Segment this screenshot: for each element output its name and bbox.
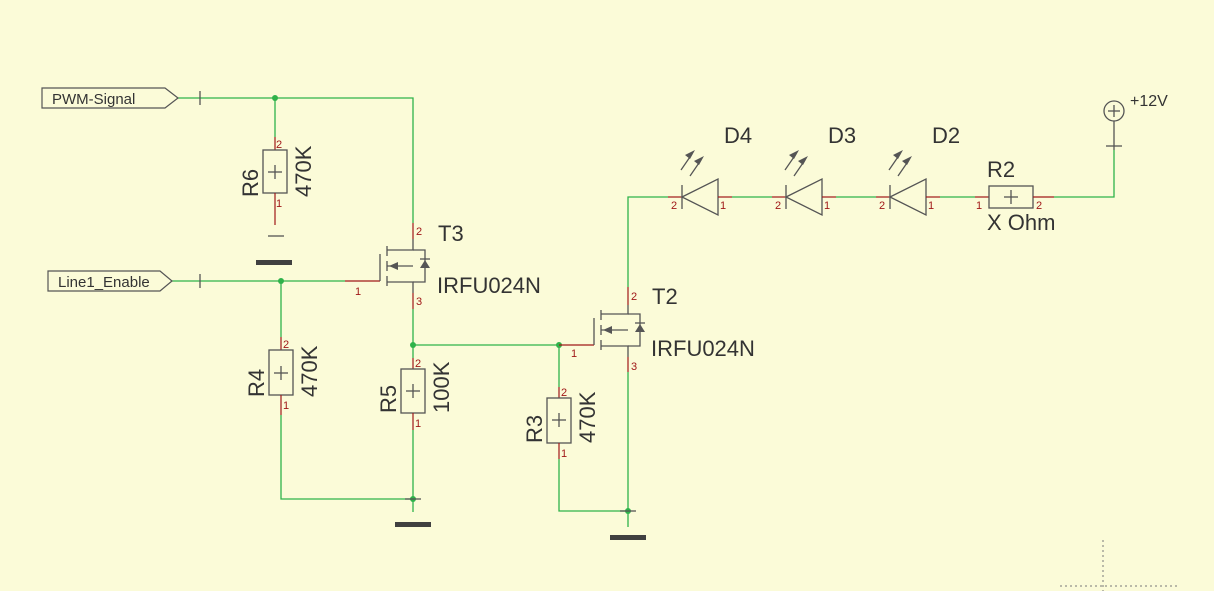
source-connection xyxy=(601,345,629,357)
diode-triangle xyxy=(888,177,927,217)
junction-dot xyxy=(278,278,284,284)
port-flag-shape xyxy=(41,87,179,109)
ground-symbol xyxy=(256,260,292,265)
junctions xyxy=(272,95,631,514)
diode-triangle xyxy=(784,177,823,217)
wire-t2-drain[interactable] xyxy=(627,196,668,287)
wire-r3-bottom[interactable] xyxy=(558,459,628,512)
mosfet-name: T3 xyxy=(438,221,464,246)
pin-number: 1 xyxy=(276,198,282,210)
light-arrowhead xyxy=(798,156,808,165)
body-arrow xyxy=(389,262,398,270)
mosfet-name: T2 xyxy=(652,284,678,309)
mosfet-part: IRFU024N xyxy=(651,336,755,361)
resistor-value: 470K xyxy=(575,391,600,443)
pin-number: 2 xyxy=(415,358,421,370)
resistor-name: R6 xyxy=(238,169,263,197)
light-arrowhead xyxy=(893,150,903,159)
resistor-r2[interactable]: 1 2 R2 X Ohm xyxy=(975,157,1055,235)
pin-number: 1 xyxy=(928,200,934,212)
pin-number: 2 xyxy=(1036,200,1042,212)
pin-number: 1 xyxy=(571,348,577,360)
diode-triangle xyxy=(680,177,719,217)
led-d3[interactable]: 2 1 D3 xyxy=(772,123,856,217)
light-arrowhead xyxy=(685,150,695,159)
light-arrowhead xyxy=(902,156,912,165)
pin-number: 2 xyxy=(416,226,422,238)
junction-dot xyxy=(410,342,416,348)
ground-r5 xyxy=(395,498,431,527)
pin-number: 1 xyxy=(355,286,361,298)
light-arrowhead xyxy=(789,150,799,159)
port-flag-shape xyxy=(47,270,173,292)
body-diode xyxy=(635,324,645,332)
resistor-value: 470K xyxy=(297,345,322,397)
wire-r4-bottom[interactable] xyxy=(280,415,413,500)
ground-symbol xyxy=(395,522,431,527)
drain-connection xyxy=(387,239,414,251)
pin-number: 2 xyxy=(276,139,282,151)
resistor-r6[interactable]: 2 1 R6 470K xyxy=(238,137,316,225)
ground-t2 xyxy=(610,510,646,540)
resistor-r3[interactable]: 2 1 R3 470K xyxy=(522,387,600,460)
body-diode xyxy=(420,260,430,268)
led-name: D3 xyxy=(828,123,856,148)
pin-number: 1 xyxy=(824,200,830,212)
pin-number: 2 xyxy=(879,200,885,212)
pin-number: 1 xyxy=(283,400,289,412)
ground-symbol xyxy=(610,535,646,540)
port-pwm-signal[interactable]: PWM-Signal xyxy=(41,87,201,109)
mosfet-part: IRFU024N xyxy=(437,273,541,298)
pin-number: 2 xyxy=(561,387,567,399)
mosfet-t2[interactable]: 2 1 3 T2 IRFU024N xyxy=(559,284,755,373)
junction-dot xyxy=(272,95,278,101)
resistor-name: R2 xyxy=(987,157,1015,182)
pin-number: 1 xyxy=(976,200,982,212)
power-label: +12V xyxy=(1130,93,1168,110)
resistor-value: 470K xyxy=(291,145,316,197)
resistor-value: 100K xyxy=(429,361,454,413)
pin-number: 2 xyxy=(775,200,781,212)
pin-number: 1 xyxy=(415,418,421,430)
drain-connection xyxy=(601,305,629,315)
frame-corner xyxy=(1060,540,1180,591)
led-d2[interactable]: 2 1 D2 xyxy=(876,123,960,217)
resistor-name: R4 xyxy=(244,369,269,397)
led-d4[interactable]: 2 1 D4 xyxy=(668,123,752,217)
port-line1-enable[interactable]: Line1_Enable xyxy=(47,270,201,292)
resistor-name: R5 xyxy=(376,385,401,413)
port-label: Line1_Enable xyxy=(58,274,150,291)
body-arrow xyxy=(603,326,612,334)
pin-number: 2 xyxy=(631,291,637,303)
pin-number: 2 xyxy=(283,339,289,351)
port-label: PWM-Signal xyxy=(52,91,135,108)
resistor-name: R3 xyxy=(522,415,547,443)
source-connection xyxy=(387,281,414,293)
wires xyxy=(172,97,1115,527)
ground-r6 xyxy=(256,235,292,265)
power-supply-12v[interactable]: +12V xyxy=(1103,93,1168,150)
mosfet-t3[interactable]: 2 1 3 T3 IRFU024N xyxy=(345,221,541,309)
resistor-r5[interactable]: 2 1 R5 100K xyxy=(376,358,454,430)
pin-number: 1 xyxy=(561,448,567,460)
resistor-r4[interactable]: 2 1 R4 470K xyxy=(244,337,322,415)
led-name: D4 xyxy=(724,123,752,148)
pin-number: 2 xyxy=(671,200,677,212)
pin-number: 3 xyxy=(631,361,637,373)
led-name: D2 xyxy=(932,123,960,148)
wire-pwm[interactable] xyxy=(178,97,414,223)
light-arrowhead xyxy=(694,156,704,165)
pin-number: 1 xyxy=(720,200,726,212)
wire-r2-supply[interactable] xyxy=(1054,150,1115,198)
pin-number: 3 xyxy=(416,296,422,308)
resistor-value: X Ohm xyxy=(987,210,1055,235)
